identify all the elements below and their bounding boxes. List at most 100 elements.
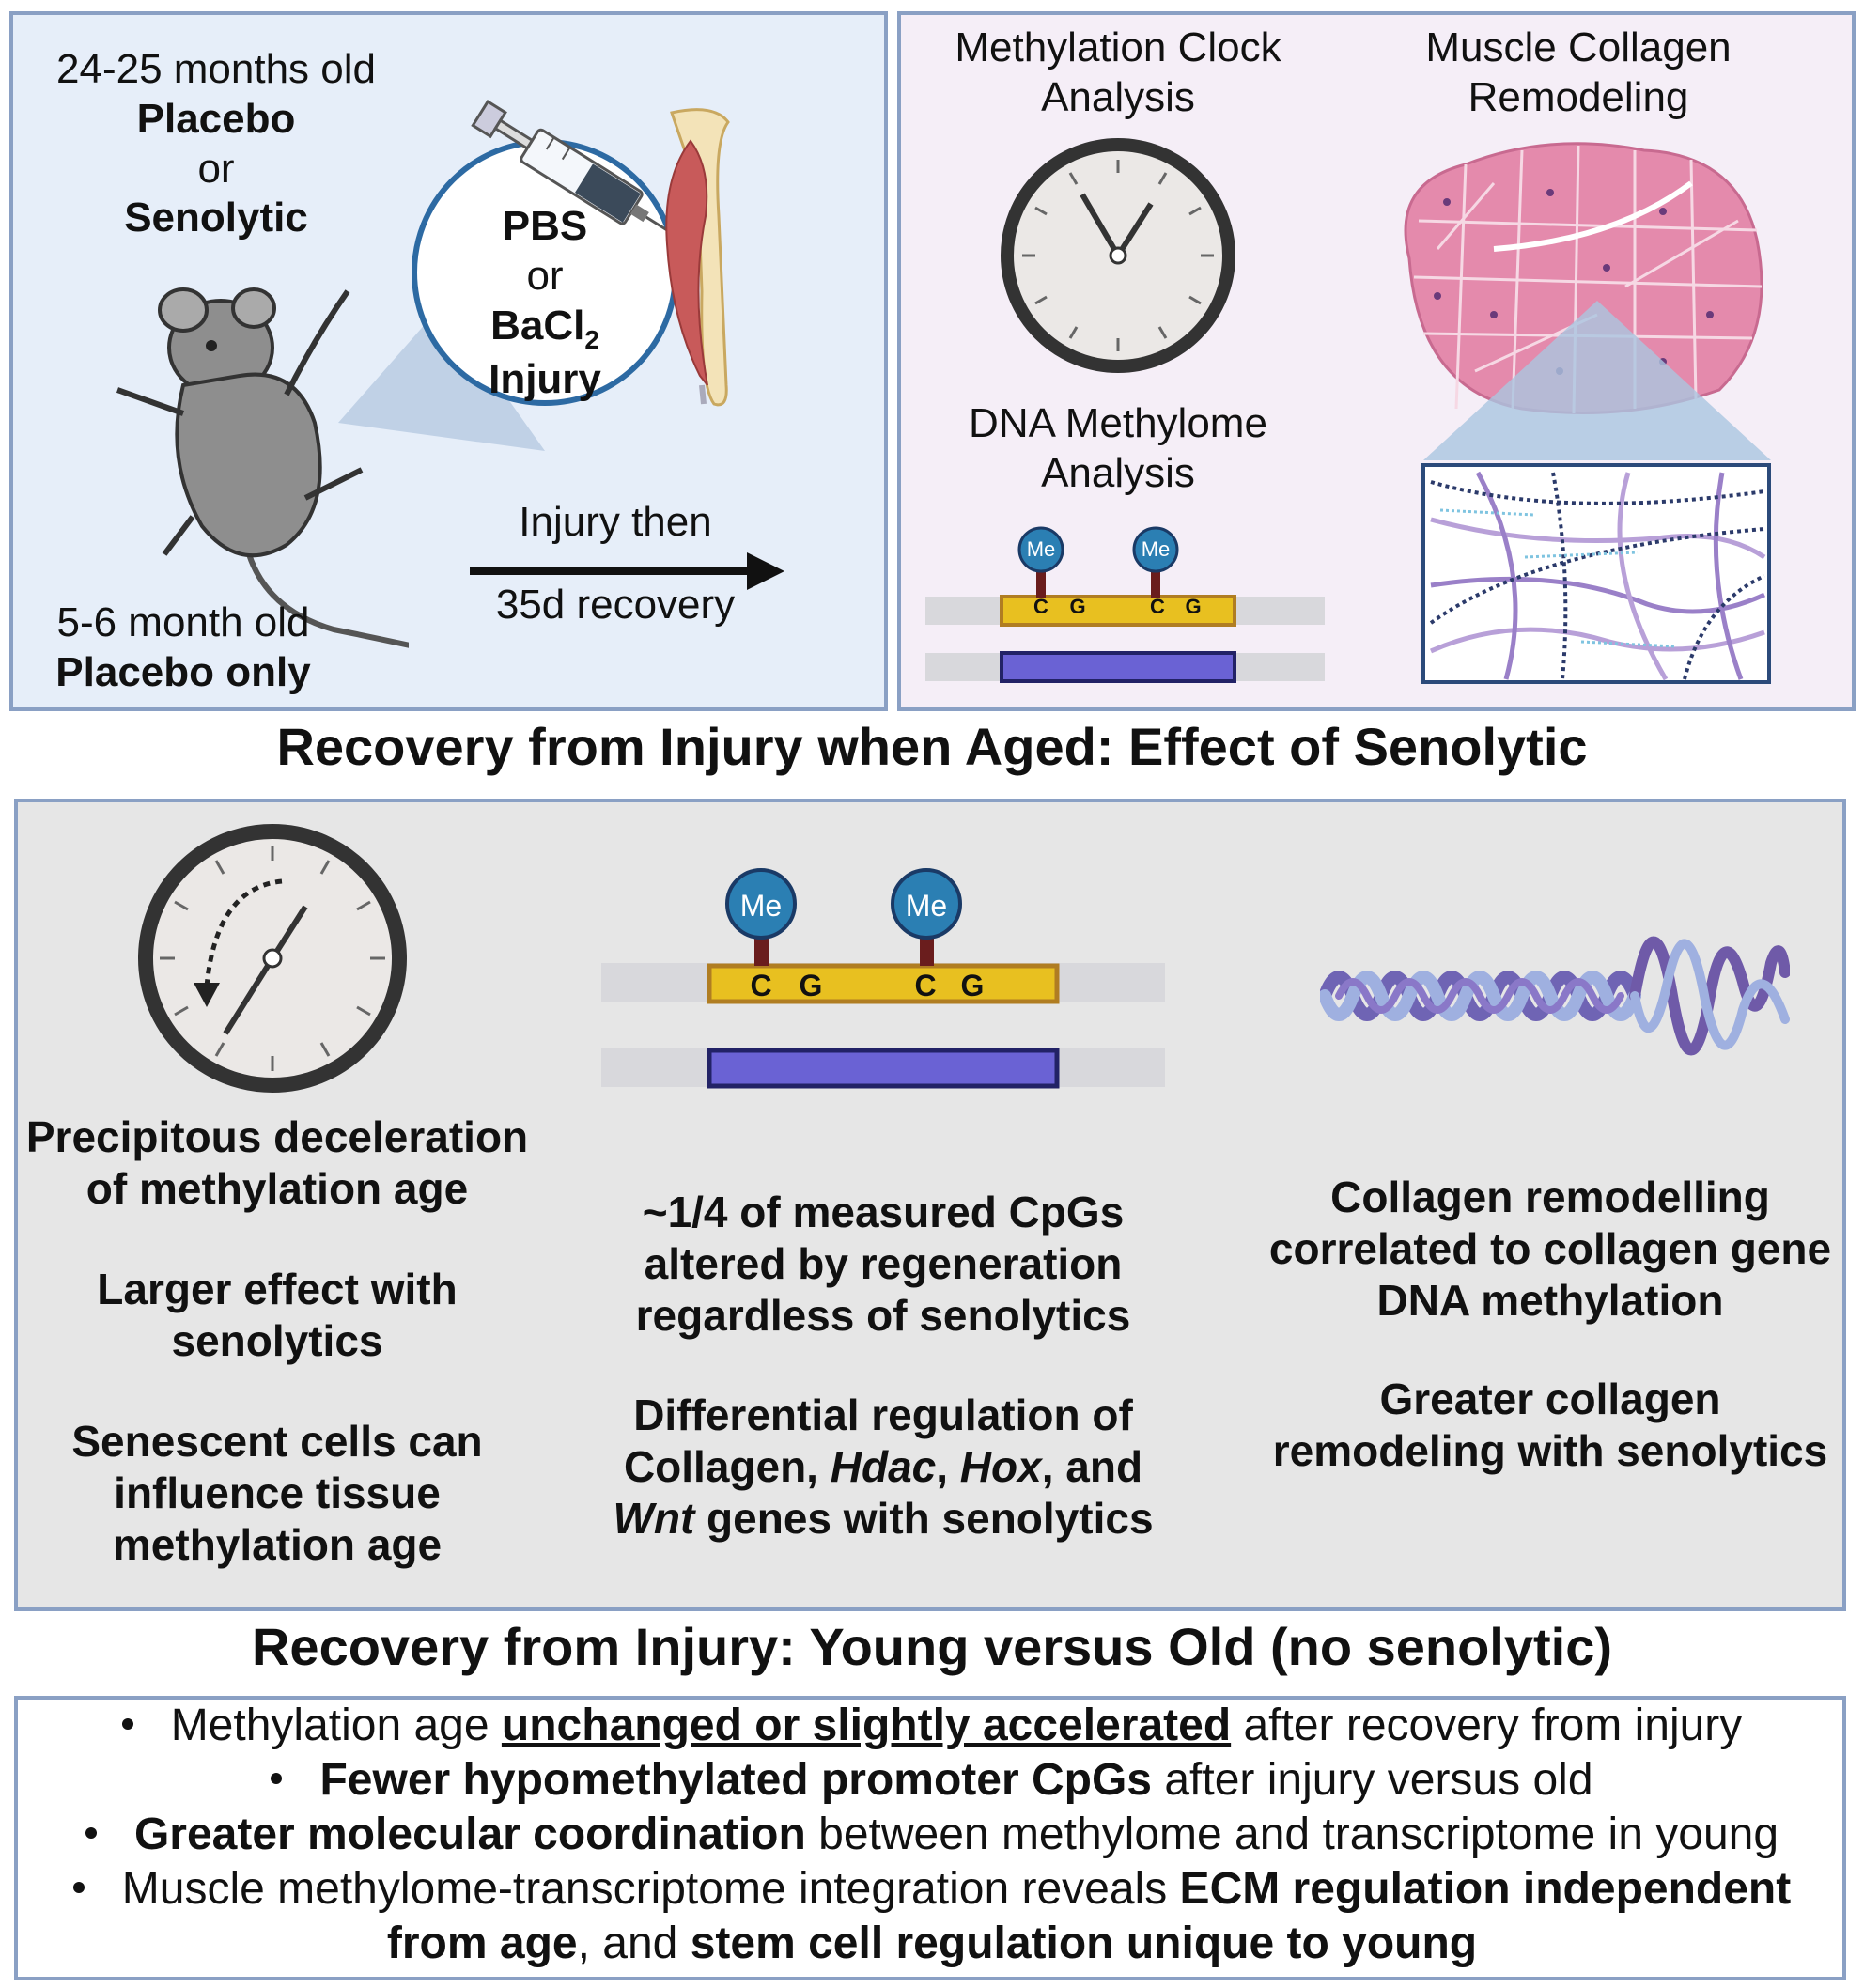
b3-text-b: between methylome and transcriptome in y… xyxy=(805,1809,1779,1859)
col1-t3-l2: influence tissue xyxy=(114,1468,441,1518)
col1-t2-l1: Larger effect with xyxy=(97,1265,458,1313)
and-word: , and xyxy=(1041,1442,1143,1492)
hdac-word: Hdac xyxy=(830,1442,937,1492)
b4-text-d: , and xyxy=(577,1918,691,1968)
aged-age-text: 24-25 months old xyxy=(56,46,376,92)
methylome-title: DNA Methylome Analysis xyxy=(902,399,1334,499)
methylome-title-line2: Analysis xyxy=(1041,449,1195,496)
bullet-3: Greater molecular coordination between m… xyxy=(19,1808,1845,1862)
b3-text-a: Greater molecular coordination xyxy=(133,1809,806,1859)
collagen-helix-icon xyxy=(1320,936,1790,1056)
methylome-title-line1: DNA Methylome xyxy=(969,400,1267,446)
young-vs-old-panel xyxy=(14,1696,1846,1980)
col3-t2-l1: Greater collagen xyxy=(1379,1375,1721,1423)
col1-text-1: Precipitous deceleration of methylation … xyxy=(19,1111,536,1215)
me-label-small-2: Me xyxy=(1141,537,1171,561)
collagen-title-line1: Muscle Collagen xyxy=(1425,24,1732,70)
b4-text-a: Muscle methylome-transcriptome integrati… xyxy=(121,1864,1180,1914)
c-label-large-2: C xyxy=(914,969,937,1002)
pbs-text: PBS xyxy=(502,203,588,249)
injury-then-text: Injury then xyxy=(519,499,712,545)
col2-t2-l1: Differential regulation of xyxy=(633,1390,1133,1439)
collagen-title: Muscle Collagen Remodeling xyxy=(1353,23,1804,123)
placebo-text: Placebo xyxy=(136,95,296,142)
methylation-clock-icon xyxy=(1001,138,1235,373)
b2-text-b: after injury versus old xyxy=(1151,1755,1593,1805)
col1-t3-l3: methylation age xyxy=(112,1520,443,1570)
g-label-large-2: G xyxy=(960,969,985,1002)
injury-text: Injury xyxy=(489,355,601,402)
collagen-title-line2: Remodeling xyxy=(1468,73,1689,120)
col1-t1-l1: Precipitous deceleration xyxy=(25,1112,529,1161)
recovery-text: 35d recovery xyxy=(495,582,736,628)
col2-text-2: Differential regulation of Collagen, Hda… xyxy=(582,1390,1184,1545)
or-text: or xyxy=(197,145,235,192)
collagen-zoom-wedge xyxy=(1423,301,1771,460)
col3-t2-l2: remodeling with senolytics xyxy=(1272,1426,1828,1476)
me-label-small-1: Me xyxy=(1026,537,1056,561)
injection-label: PBS or BaCl2 Injury xyxy=(470,202,620,405)
c-label-large-1: C xyxy=(750,969,772,1002)
col2-t2-l3: Wnt genes with senolytics xyxy=(582,1493,1184,1545)
clock-title-line1: Methylation Clock xyxy=(955,24,1282,70)
arrow-label-bottom: 35d recovery xyxy=(460,581,770,630)
col2-text-1: ~1/4 of measured CpGs altered by regener… xyxy=(582,1187,1184,1343)
decelerating-clock-icon xyxy=(138,824,407,1093)
bullet-4: Muscle methylome-transcriptome integrati… xyxy=(19,1862,1845,1971)
g-label-large-1: G xyxy=(799,969,823,1002)
b4-text-e: stem cell regulation unique to young xyxy=(690,1918,1478,1968)
b2-text-a: Fewer hypomethylated promoter CpGs xyxy=(319,1755,1152,1805)
col2-t1-l2: altered by regeneration xyxy=(644,1239,1123,1289)
bullet-1: Methylation age unchanged or slightly ac… xyxy=(19,1699,1845,1753)
collagen-word: Collagen, xyxy=(623,1442,831,1492)
aged-senolytic-heading: Recovery from Injury when Aged: Effect o… xyxy=(276,717,1588,776)
young-vs-old-heading: Recovery from Injury: Young versus Old (… xyxy=(251,1617,1612,1676)
col3-text-1: Collagen remodelling correlated to colla… xyxy=(1259,1172,1841,1328)
c-label-small-2: C xyxy=(1150,595,1165,618)
b4-text-b: ECM regulation independent xyxy=(1179,1864,1792,1914)
col2-t2-l2: Collagen, Hdac, Hox, and xyxy=(582,1441,1184,1493)
placebo-only-text: Placebo only xyxy=(55,648,311,695)
subscript-2: 2 xyxy=(584,324,599,354)
b1-text-a: Methylation age xyxy=(170,1701,502,1750)
genes-word: genes with senolytics xyxy=(694,1494,1154,1544)
clock-title: Methylation Clock Analysis xyxy=(902,23,1334,123)
me-label-large-1: Me xyxy=(739,889,783,923)
dna-methylome-icon-small xyxy=(925,526,1325,683)
or2-text: or xyxy=(526,252,564,299)
bullet-dot xyxy=(72,1882,85,1894)
senolytic-text: Senolytic xyxy=(124,194,308,241)
col1-text-3: Senescent cells can influence tissue met… xyxy=(19,1416,536,1572)
col3-t1-l2: correlated to collagen gene xyxy=(1268,1224,1832,1274)
g-label-small-2: G xyxy=(1185,595,1202,618)
comma-word: , xyxy=(936,1442,960,1492)
dna-methylome-icon-large xyxy=(601,868,1165,1089)
me-label-large-2: Me xyxy=(905,889,948,923)
hox-word: Hox xyxy=(959,1442,1042,1492)
col1-t2-l2: senolytics xyxy=(171,1316,383,1366)
bullet-dot xyxy=(85,1827,97,1840)
mouse-icon xyxy=(116,287,409,648)
clock-title-line2: Analysis xyxy=(1041,73,1195,120)
bacl-text: BaCl xyxy=(490,302,585,349)
bullet-dot xyxy=(121,1718,133,1731)
b4-text-c: from age xyxy=(386,1918,578,1968)
col1-t1-l2: of methylation age xyxy=(85,1164,469,1214)
col3-t1-l3: DNA methylation xyxy=(1376,1276,1724,1326)
b1-text-b: unchanged or slightly accelerated xyxy=(501,1701,1232,1750)
young-age-text: 5-6 month old xyxy=(56,599,310,645)
arrow-label-top: Injury then xyxy=(460,498,770,548)
aged-group-label: 24-25 months old Placebo or Senolytic xyxy=(19,45,413,243)
bullet-2: Fewer hypomethylated promoter CpGs after… xyxy=(19,1753,1845,1808)
col3-text-2: Greater collagen remodeling with senolyt… xyxy=(1259,1374,1841,1477)
young-group-label: 5-6 month old Placebo only xyxy=(19,598,348,698)
leg-muscle-icon xyxy=(665,108,730,407)
timeline-arrow xyxy=(470,552,784,590)
b1-text-c: after recovery from injury xyxy=(1231,1701,1743,1750)
collagen-fibers-icon xyxy=(1421,463,1771,684)
c-label-small-1: C xyxy=(1033,595,1048,618)
col3-t1-l1: Collagen remodelling xyxy=(1330,1173,1770,1221)
col2-t1-l3: regardless of senolytics xyxy=(635,1291,1131,1341)
bacl2-text: BaCl2 xyxy=(470,302,620,355)
bullet-dot xyxy=(271,1773,283,1785)
